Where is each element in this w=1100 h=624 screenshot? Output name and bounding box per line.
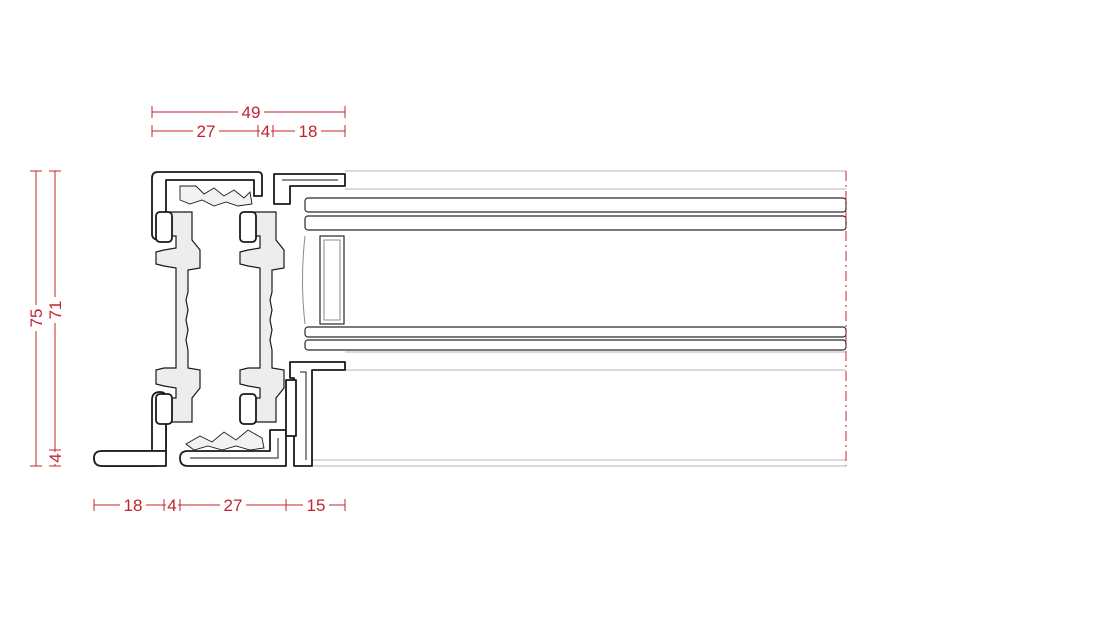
glazing-unit	[302, 170, 847, 467]
top-dimension-chain: 27 4 18	[151, 122, 346, 141]
glass-pane-bottom-2	[304, 339, 847, 351]
glass-pane-top-2	[304, 215, 847, 231]
dim-label-18-top: 18	[299, 122, 318, 141]
dim-label-27-bottom: 27	[224, 496, 243, 515]
dim-label-4-bottom: 4	[167, 496, 176, 515]
thermal-break-left	[155, 211, 201, 425]
glass-pane-bottom-1	[304, 326, 847, 338]
dim-label-49: 49	[242, 103, 261, 122]
dim-label-15-bottom: 15	[307, 496, 326, 515]
left-dimension-71: 71 4	[46, 170, 65, 467]
left-dimension-75: 75	[27, 170, 46, 467]
gasket-bottom	[185, 429, 265, 451]
thermal-break-right	[239, 211, 285, 425]
dim-label-4-top: 4	[261, 122, 270, 141]
top-dimension-49: 49	[151, 103, 346, 122]
frame-profile-outer	[93, 171, 346, 467]
glass-pane-top-1	[304, 197, 847, 213]
bottom-dimension-chain: 18 4 27 15	[93, 496, 346, 515]
dim-label-4-left: 4	[46, 453, 65, 462]
dim-label-71: 71	[46, 301, 65, 320]
dim-label-27-top: 27	[197, 122, 216, 141]
gasket-top	[179, 185, 253, 207]
dim-label-75: 75	[27, 309, 46, 328]
dim-label-18-bottom: 18	[124, 496, 143, 515]
